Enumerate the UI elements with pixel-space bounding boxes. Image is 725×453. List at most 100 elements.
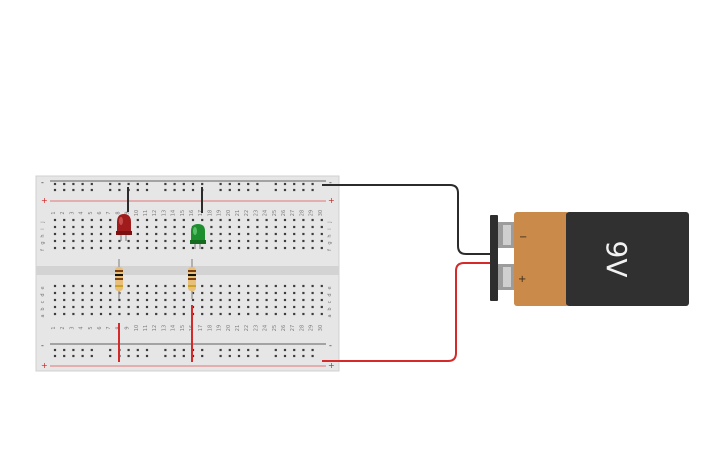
breadboard-hole[interactable] bbox=[109, 239, 112, 243]
breadboard-hole[interactable] bbox=[274, 312, 277, 316]
breadboard-hole[interactable] bbox=[256, 305, 259, 309]
breadboard-hole[interactable] bbox=[237, 239, 241, 243]
breadboard-hole[interactable] bbox=[164, 312, 167, 316]
breadboard[interactable]: - + - + - + - + 112233445566778899101011… bbox=[35, 175, 340, 372]
rail-hole[interactable] bbox=[182, 354, 185, 358]
rail-hole[interactable] bbox=[81, 354, 84, 358]
breadboard-hole[interactable] bbox=[191, 291, 195, 295]
breadboard-hole[interactable] bbox=[293, 298, 296, 302]
breadboard-hole[interactable] bbox=[145, 298, 149, 302]
breadboard-hole[interactable] bbox=[63, 305, 66, 309]
breadboard-hole[interactable] bbox=[293, 312, 296, 316]
breadboard-hole[interactable] bbox=[53, 218, 57, 222]
breadboard-hole[interactable] bbox=[219, 305, 222, 309]
breadboard-hole[interactable] bbox=[182, 232, 185, 236]
rail-hole[interactable] bbox=[219, 354, 222, 358]
breadboard-hole[interactable] bbox=[90, 305, 93, 309]
breadboard-hole[interactable] bbox=[265, 218, 268, 222]
breadboard-hole[interactable] bbox=[72, 239, 75, 243]
breadboard-hole[interactable] bbox=[182, 298, 185, 302]
rail-hole[interactable] bbox=[72, 354, 75, 358]
breadboard-hole[interactable] bbox=[99, 239, 103, 243]
breadboard-hole[interactable] bbox=[274, 298, 277, 302]
breadboard-hole[interactable] bbox=[247, 312, 250, 316]
breadboard-hole[interactable] bbox=[72, 225, 75, 229]
breadboard-hole[interactable] bbox=[99, 225, 103, 229]
breadboard-hole[interactable] bbox=[210, 218, 213, 222]
breadboard-hole[interactable] bbox=[191, 246, 195, 250]
resistor-2[interactable] bbox=[188, 259, 196, 299]
breadboard-hole[interactable] bbox=[283, 298, 287, 302]
breadboard-hole[interactable] bbox=[237, 232, 241, 236]
rail-hole[interactable] bbox=[145, 188, 149, 192]
breadboard-hole[interactable] bbox=[201, 284, 204, 288]
rail-hole[interactable] bbox=[247, 182, 250, 186]
rail-hole[interactable] bbox=[145, 348, 149, 352]
rail-hole[interactable] bbox=[228, 188, 231, 192]
breadboard-hole[interactable] bbox=[182, 246, 185, 250]
breadboard-hole[interactable] bbox=[164, 239, 167, 243]
rail-hole[interactable] bbox=[302, 348, 305, 352]
breadboard-hole[interactable] bbox=[81, 298, 84, 302]
breadboard-hole[interactable] bbox=[127, 305, 130, 309]
rail-hole[interactable] bbox=[182, 182, 185, 186]
rail-hole[interactable] bbox=[274, 188, 277, 192]
rail-hole[interactable] bbox=[109, 348, 112, 352]
breadboard-hole[interactable] bbox=[53, 232, 57, 236]
breadboard-hole[interactable] bbox=[210, 239, 213, 243]
breadboard-hole[interactable] bbox=[127, 291, 130, 295]
rail-hole[interactable] bbox=[72, 188, 75, 192]
breadboard-hole[interactable] bbox=[109, 218, 112, 222]
breadboard-hole[interactable] bbox=[219, 312, 222, 316]
breadboard-hole[interactable] bbox=[311, 232, 314, 236]
breadboard-hole[interactable] bbox=[72, 291, 75, 295]
breadboard-hole[interactable] bbox=[228, 225, 231, 229]
breadboard-hole[interactable] bbox=[311, 246, 314, 250]
rail-hole[interactable] bbox=[283, 182, 287, 186]
breadboard-hole[interactable] bbox=[182, 312, 185, 316]
breadboard-hole[interactable] bbox=[164, 218, 167, 222]
rail-hole[interactable] bbox=[237, 348, 241, 352]
breadboard-hole[interactable] bbox=[293, 225, 296, 229]
breadboard-hole[interactable] bbox=[118, 305, 121, 309]
breadboard-hole[interactable] bbox=[256, 284, 259, 288]
breadboard-hole[interactable] bbox=[210, 246, 213, 250]
rail-hole[interactable] bbox=[219, 348, 222, 352]
breadboard-hole[interactable] bbox=[136, 232, 139, 236]
breadboard-hole[interactable] bbox=[63, 225, 66, 229]
breadboard-hole[interactable] bbox=[302, 246, 305, 250]
breadboard-hole[interactable] bbox=[228, 305, 231, 309]
breadboard-hole[interactable] bbox=[219, 232, 222, 236]
rail-hole[interactable] bbox=[302, 354, 305, 358]
rail-hole[interactable] bbox=[274, 348, 277, 352]
breadboard-hole[interactable] bbox=[274, 239, 277, 243]
battery-9v[interactable]: − + 9V bbox=[490, 212, 689, 306]
breadboard-hole[interactable] bbox=[283, 239, 287, 243]
breadboard-hole[interactable] bbox=[228, 312, 231, 316]
breadboard-hole[interactable] bbox=[99, 284, 103, 288]
breadboard-hole[interactable] bbox=[191, 298, 195, 302]
breadboard-hole[interactable] bbox=[210, 284, 213, 288]
breadboard-hole[interactable] bbox=[182, 291, 185, 295]
rail-hole[interactable] bbox=[90, 348, 93, 352]
breadboard-hole[interactable] bbox=[228, 298, 231, 302]
breadboard-hole[interactable] bbox=[90, 291, 93, 295]
rail-hole[interactable] bbox=[191, 182, 195, 186]
rail-hole[interactable] bbox=[201, 182, 204, 186]
breadboard-hole[interactable] bbox=[265, 232, 268, 236]
breadboard-hole[interactable] bbox=[256, 232, 259, 236]
breadboard-hole[interactable] bbox=[63, 284, 66, 288]
rail-hole[interactable] bbox=[237, 182, 241, 186]
rail-hole[interactable] bbox=[293, 348, 296, 352]
breadboard-hole[interactable] bbox=[191, 218, 195, 222]
breadboard-hole[interactable] bbox=[302, 218, 305, 222]
breadboard-hole[interactable] bbox=[247, 239, 250, 243]
rail-hole[interactable] bbox=[283, 354, 287, 358]
breadboard-hole[interactable] bbox=[53, 239, 57, 243]
breadboard-hole[interactable] bbox=[320, 305, 323, 309]
breadboard-hole[interactable] bbox=[136, 291, 139, 295]
rail-hole[interactable] bbox=[311, 354, 314, 358]
rail-hole[interactable] bbox=[201, 348, 204, 352]
breadboard-hole[interactable] bbox=[173, 218, 176, 222]
breadboard-hole[interactable] bbox=[237, 225, 241, 229]
